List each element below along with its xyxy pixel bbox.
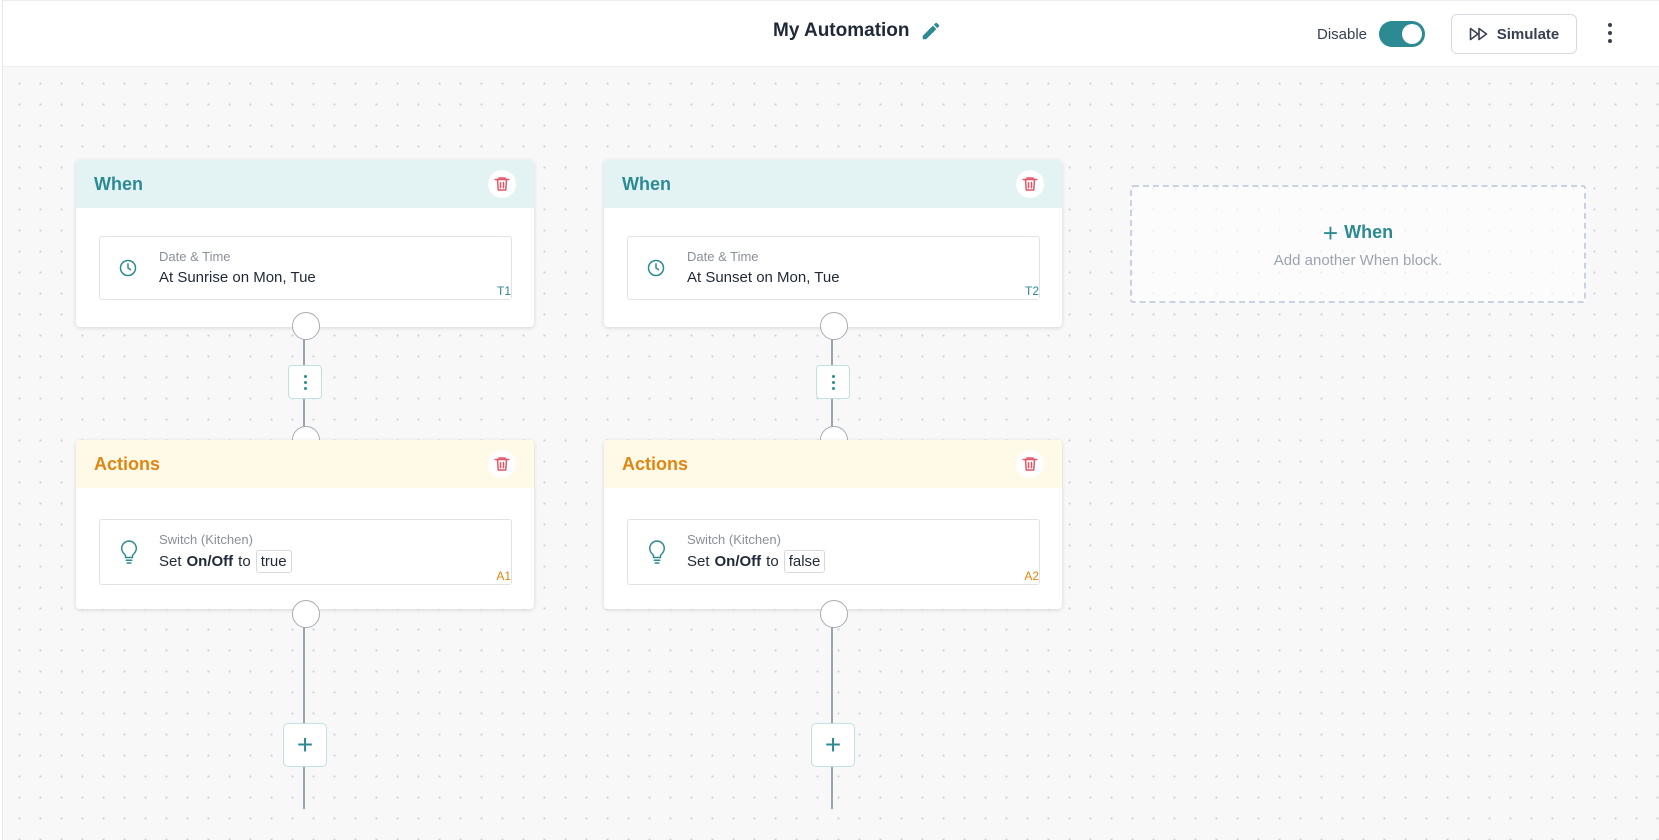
output-port[interactable] bbox=[820, 312, 848, 340]
automation-title: My Automation bbox=[773, 20, 910, 41]
clock-icon bbox=[119, 259, 137, 277]
action-tag: A2 bbox=[1018, 569, 1039, 584]
trigger-summary: At Sunset on Mon, Tue bbox=[687, 269, 840, 286]
disable-label: Disable bbox=[1317, 25, 1368, 43]
add-when-label: When bbox=[1344, 222, 1394, 242]
delete-trash-icon[interactable] bbox=[1016, 170, 1044, 198]
add-when-subtitle: Add another When block. bbox=[1273, 251, 1443, 269]
delete-trash-icon[interactable] bbox=[488, 170, 516, 198]
flow-canvas: When Date & Time At Sunrise on Mon, Tue … bbox=[3, 67, 1659, 840]
top-bar: My Automation Disable Simulate bbox=[3, 0, 1659, 67]
when-block-title: When bbox=[622, 173, 671, 194]
trigger-summary: At Sunrise on Mon, Tue bbox=[159, 269, 316, 286]
action-device: Switch (Kitchen) bbox=[687, 532, 781, 547]
lightbulb-icon bbox=[120, 540, 138, 564]
actions-block: Actions Switch (Kitchen) Set On/Off to f… bbox=[604, 440, 1062, 609]
disable-control: Disable bbox=[1317, 21, 1426, 47]
actions-block: Actions Switch (Kitchen) Set On/Off to t… bbox=[76, 440, 534, 609]
fast-forward-icon bbox=[1469, 27, 1488, 41]
actions-block-header: Actions bbox=[76, 440, 534, 488]
action-summary: Set On/Off to false bbox=[687, 550, 826, 573]
action-item[interactable]: Switch (Kitchen) Set On/Off to false A2 bbox=[627, 519, 1040, 585]
add-action-plus-icon[interactable]: + bbox=[283, 723, 327, 767]
add-when-title: + When bbox=[1323, 220, 1393, 246]
when-block: When Date & Time At Sunrise on Mon, Tue … bbox=[76, 160, 534, 327]
action-tag: A1 bbox=[490, 569, 511, 584]
trigger-tag: T2 bbox=[1018, 284, 1039, 299]
edit-title-pencil-icon[interactable] bbox=[920, 20, 942, 42]
connector-line bbox=[831, 613, 833, 809]
output-port[interactable] bbox=[292, 600, 320, 628]
trigger-tag: T1 bbox=[490, 284, 511, 299]
when-block: When Date & Time At Sunset on Mon, Tue T… bbox=[604, 160, 1062, 327]
delete-trash-icon[interactable] bbox=[1016, 450, 1044, 478]
trigger-item[interactable]: Date & Time At Sunrise on Mon, Tue T1 bbox=[99, 236, 512, 300]
simulate-label: Simulate bbox=[1496, 25, 1560, 43]
output-port[interactable] bbox=[820, 600, 848, 628]
step-menu-icon[interactable] bbox=[816, 365, 850, 399]
action-summary: Set On/Off to true bbox=[159, 550, 292, 573]
disable-toggle[interactable] bbox=[1379, 21, 1426, 47]
actions-block-title: Actions bbox=[94, 453, 161, 474]
simulate-button[interactable]: Simulate bbox=[1451, 14, 1577, 54]
plus-icon: + bbox=[1322, 217, 1339, 248]
lightbulb-icon bbox=[648, 540, 666, 564]
toggle-knob bbox=[1402, 24, 1423, 44]
title-area: My Automation bbox=[773, 20, 942, 42]
action-prefix: Set bbox=[159, 553, 182, 570]
action-property: On/Off bbox=[714, 553, 762, 570]
actions-block-header: Actions bbox=[604, 440, 1062, 488]
when-block-title: When bbox=[94, 173, 143, 194]
more-options-icon[interactable] bbox=[1603, 20, 1617, 46]
actions-block-title: Actions bbox=[622, 453, 689, 474]
action-prefix: Set bbox=[687, 553, 710, 570]
action-connector: to bbox=[238, 553, 251, 570]
connector-line bbox=[303, 613, 305, 809]
action-value[interactable]: false bbox=[783, 550, 826, 573]
clock-icon bbox=[647, 259, 665, 277]
trigger-item[interactable]: Date & Time At Sunset on Mon, Tue T2 bbox=[627, 236, 1040, 300]
action-item[interactable]: Switch (Kitchen) Set On/Off to true A1 bbox=[99, 519, 512, 585]
when-block-header: When bbox=[604, 160, 1062, 208]
action-property: On/Off bbox=[186, 553, 234, 570]
action-device: Switch (Kitchen) bbox=[159, 532, 253, 547]
trigger-category: Date & Time bbox=[159, 249, 231, 264]
action-value[interactable]: true bbox=[255, 550, 292, 573]
add-when-block-button[interactable]: + When Add another When block. bbox=[1130, 185, 1586, 303]
add-action-plus-icon[interactable]: + bbox=[811, 723, 855, 767]
delete-trash-icon[interactable] bbox=[488, 450, 516, 478]
when-block-header: When bbox=[76, 160, 534, 208]
trigger-category: Date & Time bbox=[687, 249, 759, 264]
step-menu-icon[interactable] bbox=[288, 365, 322, 399]
action-connector: to bbox=[766, 553, 779, 570]
output-port[interactable] bbox=[292, 312, 320, 340]
